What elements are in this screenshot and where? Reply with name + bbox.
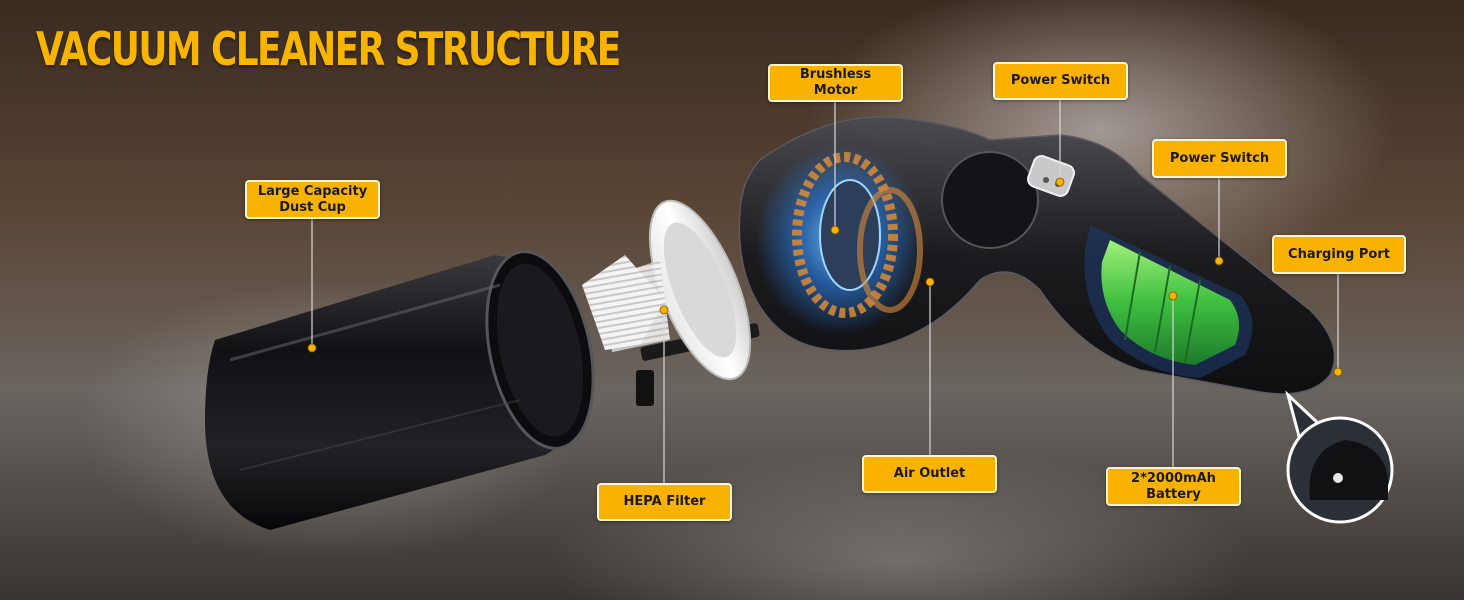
- dot-power-switch-body: [1214, 256, 1224, 266]
- charging-port-callout: [1285, 390, 1394, 524]
- brushless-motor: [755, 145, 925, 335]
- battery-pack: [1084, 225, 1253, 378]
- label-charging-port: Charging Port: [1272, 235, 1406, 274]
- label-brushless-motor: Brushless Motor: [768, 64, 903, 102]
- label-battery: 2*2000mAh Battery: [1106, 467, 1241, 506]
- dot-brushless-motor: [830, 225, 840, 235]
- label-battery-line1: 2*2000mAh: [1131, 470, 1216, 486]
- label-dust-cup-line1: Large Capacity: [257, 183, 368, 199]
- label-power-switch-top: Power Switch: [993, 62, 1128, 100]
- dot-dust-cup: [307, 343, 317, 353]
- page-title: VACUUM CLEANER STRUCTURE: [36, 22, 621, 76]
- label-hepa-filter: HEPA Filter: [597, 483, 732, 521]
- label-dust-cup: Large Capacity Dust Cup: [245, 180, 380, 219]
- dot-hepa-filter: [659, 305, 669, 315]
- label-dust-cup-line2: Dust Cup: [279, 199, 346, 215]
- dot-air-outlet: [925, 277, 935, 287]
- dot-power-switch-top: [1055, 177, 1065, 187]
- label-air-outlet: Air Outlet: [862, 455, 997, 493]
- label-power-switch-body: Power Switch: [1152, 139, 1287, 178]
- dot-battery: [1168, 291, 1178, 301]
- dust-cup: [205, 250, 595, 530]
- hepa-filter: [582, 199, 760, 406]
- label-battery-line2: Battery: [1146, 486, 1201, 502]
- dot-charging-port: [1333, 367, 1343, 377]
